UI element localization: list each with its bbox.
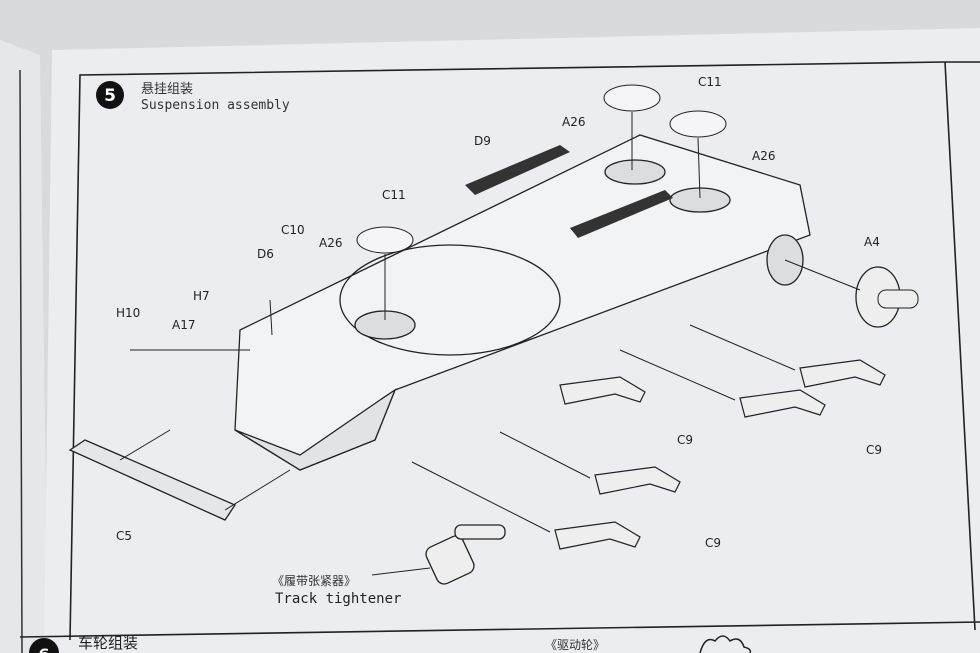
step5-right-border: [944, 61, 976, 631]
label-a26-right: A26: [752, 149, 775, 163]
label-a26-top: A26: [562, 115, 585, 129]
c9-swing-arms: [554, 359, 886, 550]
label-c11-top: C11: [698, 75, 722, 89]
hull-drawing: [234, 134, 811, 471]
part-d9-plate: [465, 145, 570, 195]
label-c9: C9: [677, 433, 693, 447]
part-c11-disk: [356, 226, 414, 254]
assembly-arrows: [119, 112, 861, 576]
label-a4: A4: [864, 235, 880, 249]
label-a17: A17: [172, 318, 195, 332]
label-c5: C5: [116, 529, 132, 543]
step5-number-badge: [96, 81, 124, 109]
left-page-border: [19, 69, 23, 653]
label-c9: C9: [866, 443, 882, 457]
track-tightener-label-cn: 《履带张紧器》: [272, 574, 356, 588]
part-c5-bar: [68, 439, 236, 521]
part-d9-plate: [570, 190, 673, 238]
label-d9: D9: [474, 134, 491, 148]
step6-number-badge: [29, 638, 59, 653]
sprocket-gear-icon: [699, 635, 752, 653]
step5-number: 5: [104, 86, 116, 106]
step6-sub-cn: 《驱动轮》: [545, 638, 605, 652]
step5-frame: [69, 61, 980, 641]
label-h10: H10: [116, 306, 140, 320]
label-c9: C9: [705, 536, 721, 550]
track-tightener-label-en: Track tightener: [275, 591, 401, 607]
label-h7: H7: [193, 289, 210, 303]
step6-title-cn: 车轮组装: [78, 634, 138, 652]
part-a4-shaft: [877, 289, 919, 309]
left-page-edge: [0, 40, 48, 653]
label-a26-mid: A26: [319, 236, 342, 250]
step6-number: 6: [38, 645, 49, 653]
step5-title-en: Suspension assembly: [141, 98, 290, 113]
label-c10: C10: [281, 223, 305, 237]
step5-title-cn: 悬挂组装: [141, 82, 193, 97]
step-divider: [19, 621, 980, 638]
label-d6: D6: [257, 247, 274, 261]
label-c11-mid: C11: [382, 188, 406, 202]
part-c11-disk: [669, 110, 727, 138]
track-tightener-part: [425, 524, 506, 585]
part-c11-disk: [603, 84, 661, 112]
